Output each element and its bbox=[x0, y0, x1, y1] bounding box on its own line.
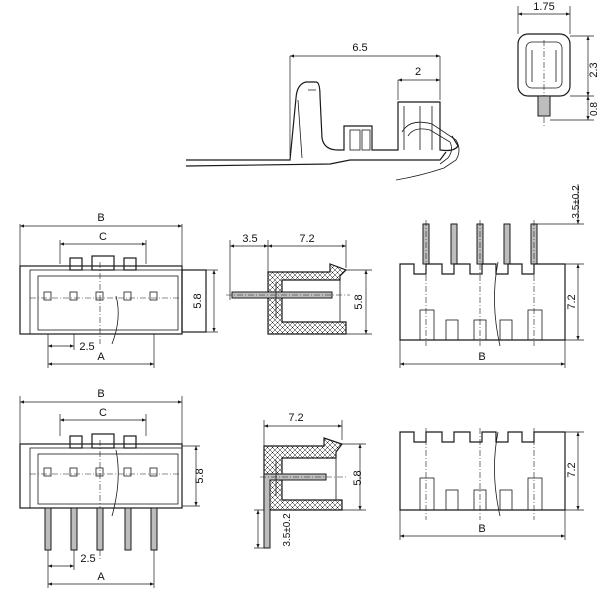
terminal-view: 6.5 2 bbox=[185, 42, 460, 181]
section-height-label: 2.3 bbox=[588, 62, 600, 77]
sf-pin-holes bbox=[43, 291, 158, 301]
ss-depth-label: 7.2 bbox=[299, 233, 314, 245]
rat-slots bbox=[419, 477, 543, 511]
raf-pitch-label: 2.5 bbox=[80, 553, 95, 565]
rat-overall-label: B bbox=[478, 523, 485, 535]
raf-overall-label: B bbox=[97, 388, 104, 400]
ras-depth-label: 7.2 bbox=[288, 412, 303, 424]
cross-section-view: 1.75 2.3 0.8 bbox=[517, 1, 600, 126]
raf-inner-label: C bbox=[99, 407, 107, 419]
rat-height-label: 7.2 bbox=[566, 462, 578, 477]
ras-pin-len-label: 3.5±0.2 bbox=[282, 513, 293, 547]
sf-inner-label: C bbox=[99, 231, 107, 243]
ss-height-label: 5.8 bbox=[353, 294, 365, 309]
straight-top-view: 3.5±0.2 7.2 B bbox=[399, 184, 584, 368]
sf-pitch-label: 2.5 bbox=[79, 341, 94, 353]
ras-height-label: 5.8 bbox=[352, 470, 364, 485]
st-overall-label: B bbox=[478, 351, 485, 363]
right-angle-top-view: 7.2 B bbox=[399, 428, 584, 540]
right-angle-front-view: B C 5.8 bbox=[19, 388, 206, 588]
straight-side-view: 3.5 7.2 5.8 bbox=[226, 233, 372, 335]
st-slots bbox=[419, 309, 543, 341]
raf-pins-span-label: A bbox=[97, 571, 105, 583]
st-pin-len-label: 3.5±0.2 bbox=[571, 185, 582, 219]
raf-pin-holes bbox=[43, 467, 158, 477]
raf-height-label: 5.8 bbox=[194, 468, 206, 483]
right-angle-side-view: 7.2 5.8 3.5±0.2 bbox=[254, 412, 366, 549]
terminal-length-label: 6.5 bbox=[352, 42, 367, 54]
section-width-label: 1.75 bbox=[533, 1, 554, 13]
section-pin-label: 0.8 bbox=[589, 102, 600, 116]
st-height-label: 7.2 bbox=[566, 294, 578, 309]
sf-height-label: 5.8 bbox=[192, 293, 204, 308]
sf-overall-label: B bbox=[97, 212, 104, 224]
straight-front-view: B C 5.8 2.5 A bbox=[19, 212, 218, 368]
raf-pins bbox=[44, 507, 158, 551]
terminal-crimp-label: 2 bbox=[415, 66, 421, 78]
ss-pin-len-label: 3.5 bbox=[242, 233, 257, 245]
sf-pins-span-label: A bbox=[97, 351, 105, 363]
